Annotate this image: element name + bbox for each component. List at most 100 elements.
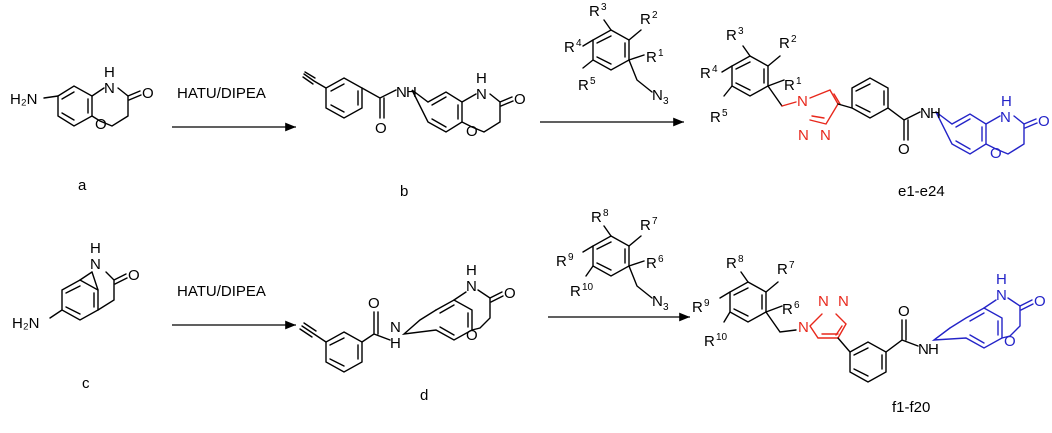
svg-text:R: R	[564, 39, 575, 56]
svg-text:O: O	[368, 295, 380, 312]
svg-text:R: R	[646, 49, 657, 66]
svg-text:R: R	[784, 77, 795, 94]
atom-o-ring: O	[466, 123, 478, 140]
svg-text:10: 10	[582, 282, 594, 293]
svg-text:R: R	[704, 333, 715, 350]
label-a: a	[78, 177, 87, 194]
svg-text:R: R	[692, 299, 703, 316]
atom-h: H	[476, 70, 487, 87]
svg-text:O: O	[990, 145, 1002, 162]
svg-text:H: H	[1001, 93, 1012, 110]
svg-text:N: N	[996, 287, 1007, 304]
svg-text:3: 3	[663, 96, 669, 107]
compound-a: H₂N H N O O a	[10, 64, 154, 194]
svg-text:R: R	[640, 217, 651, 234]
svg-text:R: R	[646, 255, 657, 272]
svg-text:N: N	[918, 341, 929, 358]
svg-text:N: N	[90, 256, 101, 273]
svg-text:H: H	[90, 240, 101, 257]
atom-o-ring: O	[95, 116, 107, 133]
svg-text:H: H	[390, 335, 401, 352]
svg-text:N: N	[390, 319, 401, 336]
label-c: c	[82, 375, 90, 392]
atom-n: N	[104, 80, 115, 97]
svg-text:3: 3	[738, 26, 744, 37]
svg-text:7: 7	[789, 260, 795, 271]
atom-amide-n: N	[396, 84, 407, 101]
svg-text:R: R	[640, 11, 651, 28]
label-e1-e24: e1-e24	[898, 183, 945, 200]
compound-c: H N O H₂N c	[12, 240, 140, 392]
svg-text:O: O	[504, 285, 516, 302]
atom-o-carbonyl: O	[142, 85, 154, 102]
svg-text:R: R	[591, 209, 602, 226]
svg-text:R: R	[578, 77, 589, 94]
triazole-n2: N	[818, 293, 829, 310]
atom-h: H	[104, 64, 115, 81]
arrow-step-3: HATU/DIPEA	[172, 283, 296, 330]
label-b: b	[400, 183, 408, 200]
svg-text:O: O	[1038, 113, 1050, 130]
svg-text:N: N	[920, 105, 931, 122]
svg-text:H: H	[928, 341, 939, 358]
compound-b: O N H H N O O b	[302, 70, 526, 200]
svg-text:R: R	[779, 35, 790, 52]
svg-text:O: O	[1004, 333, 1016, 350]
svg-text:3: 3	[601, 2, 607, 13]
compound-d: O H N H N O O d	[299, 262, 516, 404]
svg-text:6: 6	[794, 300, 800, 311]
svg-text:R: R	[556, 253, 567, 270]
triazole-n3: N	[838, 293, 849, 310]
svg-text:R: R	[782, 301, 793, 318]
svg-text:6: 6	[658, 254, 664, 265]
svg-text:R: R	[726, 255, 737, 272]
svg-text:2: 2	[652, 10, 658, 21]
triazole-n1: N	[797, 93, 808, 110]
svg-text:4: 4	[712, 64, 718, 75]
svg-text:10: 10	[716, 332, 728, 343]
svg-text:H: H	[466, 262, 477, 279]
svg-text:H: H	[996, 271, 1007, 288]
svg-text:R: R	[589, 3, 600, 20]
svg-text:7: 7	[652, 216, 658, 227]
svg-text:4: 4	[576, 38, 582, 49]
label-d: d	[420, 387, 428, 404]
reagent-label-1: HATU/DIPEA	[177, 85, 266, 102]
svg-text:O: O	[898, 303, 910, 320]
svg-text:3: 3	[663, 302, 669, 313]
svg-text:8: 8	[738, 254, 744, 265]
svg-text:1: 1	[658, 48, 664, 59]
svg-text:8: 8	[603, 208, 609, 219]
triazole-n1: N	[798, 319, 809, 336]
triazole-n2: N	[798, 127, 809, 144]
svg-text:O: O	[128, 267, 140, 284]
svg-text:R: R	[777, 261, 788, 278]
svg-text:9: 9	[704, 298, 710, 309]
svg-text:N: N	[1000, 109, 1011, 126]
svg-text:O: O	[1034, 293, 1046, 310]
amine-label: H₂N	[10, 91, 38, 108]
arrow-step-1: HATU/DIPEA	[172, 85, 296, 132]
svg-text:N: N	[652, 293, 663, 310]
label-f1-f20: f1-f20	[892, 399, 930, 416]
atom-o-carbonyl: O	[514, 91, 526, 108]
reagent-label-2: HATU/DIPEA	[177, 283, 266, 300]
svg-text:1: 1	[796, 76, 802, 87]
svg-text:R: R	[726, 27, 737, 44]
amine-label: H₂N	[12, 315, 40, 332]
svg-text:N: N	[652, 87, 663, 104]
atom-amide-h: H	[406, 84, 417, 101]
svg-text:H: H	[930, 105, 941, 122]
svg-text:2: 2	[791, 34, 797, 45]
svg-text:5: 5	[590, 76, 596, 87]
svg-text:O: O	[466, 327, 478, 344]
triazole-n3: N	[820, 127, 831, 144]
svg-text:N: N	[466, 278, 477, 295]
svg-text:5: 5	[722, 108, 728, 119]
svg-text:R: R	[570, 283, 581, 300]
svg-text:O: O	[898, 141, 910, 158]
